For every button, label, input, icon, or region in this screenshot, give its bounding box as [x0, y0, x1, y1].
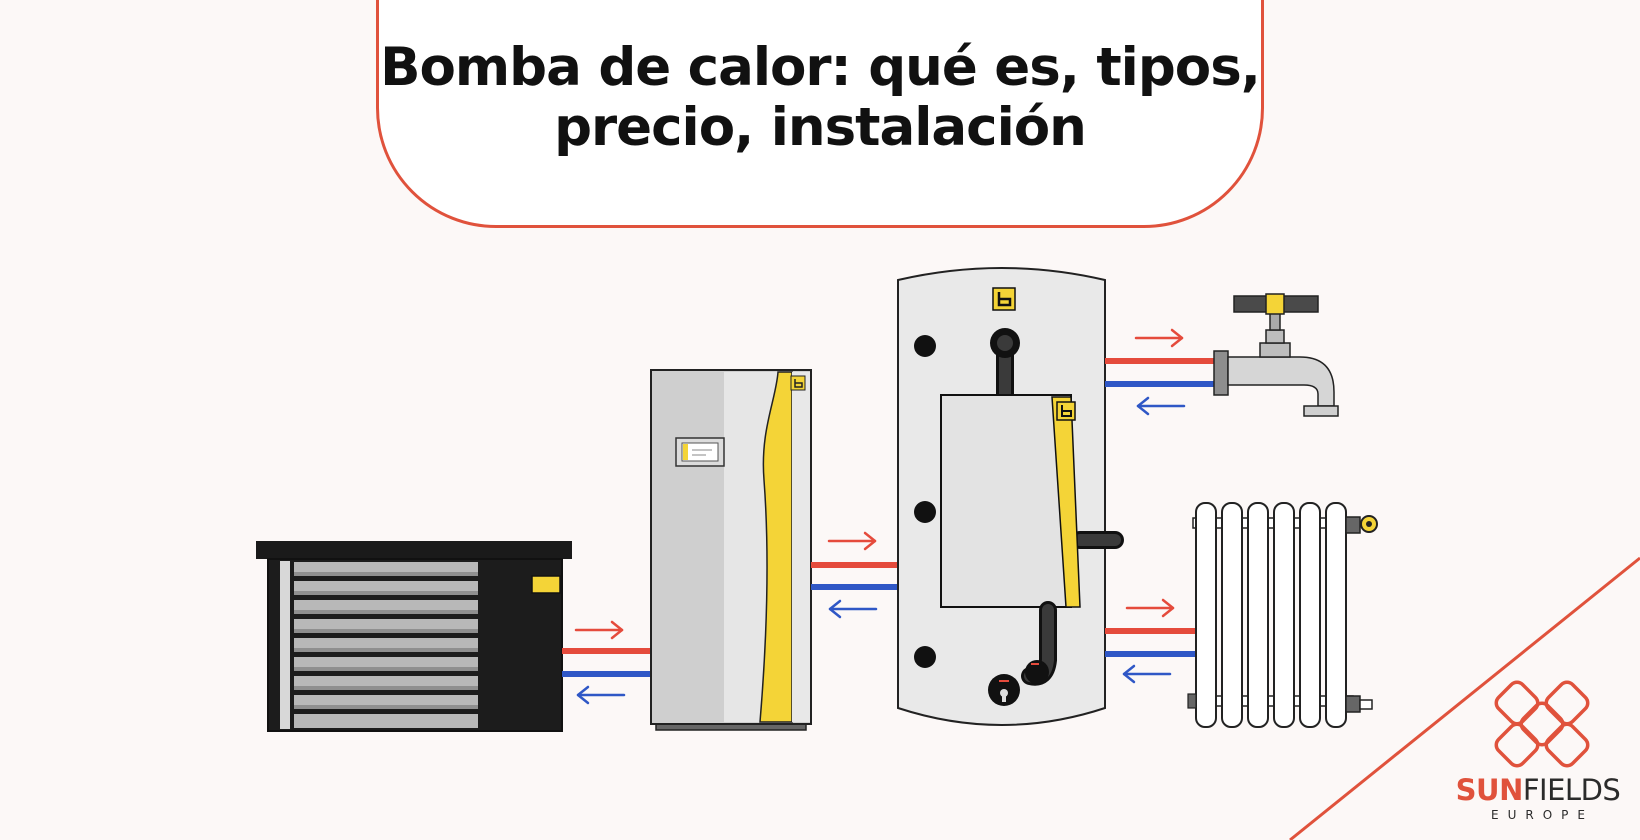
pipes-tank-radiator [1105, 598, 1197, 684]
arrow-right-icon [1125, 598, 1175, 618]
page-title: Bomba de calor: qué es, tipos, precio, i… [380, 37, 1261, 158]
arrow-left-icon [1136, 396, 1186, 416]
outdoor-heat-pump-unit [256, 541, 572, 732]
radiator [1187, 502, 1378, 728]
brand-name-part-2: FIELDS [1522, 773, 1621, 807]
pipes-indoor-tank [811, 531, 899, 619]
corner-accent-line [1289, 556, 1640, 840]
pipes-outdoor-indoor [562, 620, 652, 705]
water-tap [1213, 293, 1339, 417]
indoor-unit [650, 369, 812, 731]
arrow-right-icon [1134, 328, 1184, 348]
arrow-left-icon [828, 599, 878, 619]
brand-tagline: EUROPE [1491, 808, 1594, 822]
brand-name-part-1: SUN [1455, 773, 1524, 807]
brand-name: SUNFIELDS [1438, 774, 1638, 806]
unit-grille [294, 562, 478, 728]
water-storage-tank [897, 267, 1124, 726]
pipes-tank-tap [1105, 328, 1217, 416]
arrow-left-icon [1122, 664, 1172, 684]
arrow-left-icon [576, 685, 626, 705]
sunfields-logo-icon [1494, 680, 1590, 768]
arrow-right-icon [574, 620, 624, 640]
arrow-right-icon [827, 531, 877, 551]
title-card [376, 0, 1264, 228]
